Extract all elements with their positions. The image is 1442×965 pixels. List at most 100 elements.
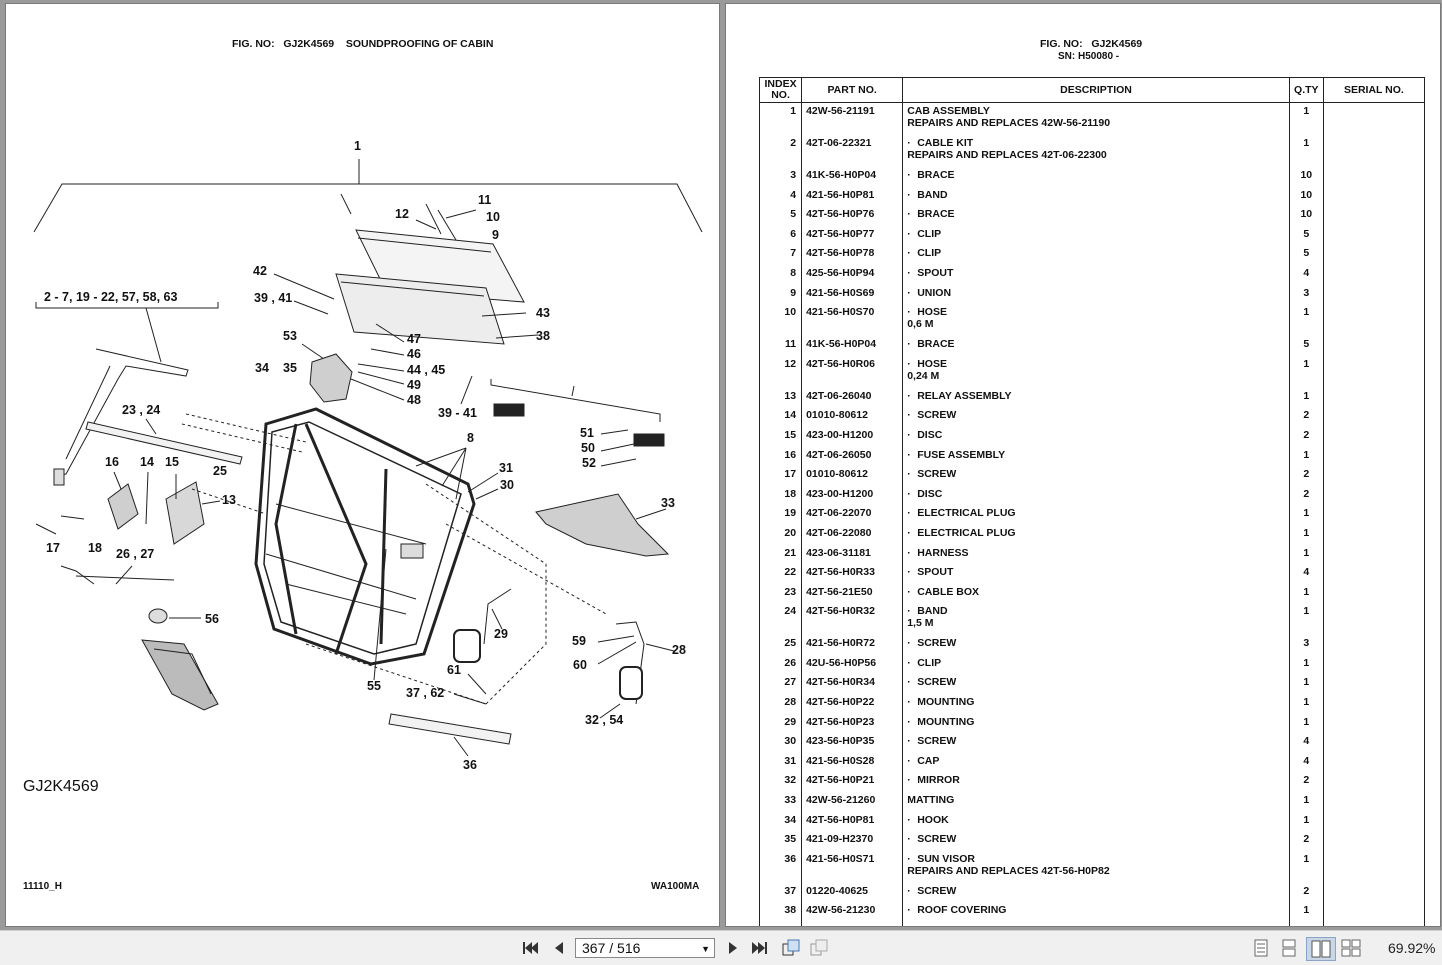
cell-index: 10 — [758, 304, 803, 337]
description-text: DISC — [917, 428, 943, 441]
cell-part-no: 42T-06-26040 — [801, 387, 904, 408]
callout-42: 42 — [253, 264, 267, 278]
callout-17: 17 — [46, 541, 60, 555]
callout-34: 34 — [255, 361, 269, 375]
callout-51: 51 — [580, 426, 594, 440]
cell-serial-no — [1322, 167, 1426, 187]
description-note: 0,24 M — [907, 369, 940, 382]
callout-60: 60 — [573, 658, 587, 672]
callout-31: 31 — [499, 461, 513, 475]
callout-39-41b: 39 - 41 — [438, 406, 477, 420]
cell-qty: 2 — [1288, 466, 1324, 486]
callout-15: 15 — [165, 455, 179, 469]
two-page-icon[interactable] — [1306, 937, 1336, 961]
prev-page-icon[interactable] — [547, 937, 569, 959]
figure-header: FIG. NO: GJ2K4569 SOUNDPROOFING OF CABIN — [232, 38, 493, 50]
cell-serial-no — [1322, 792, 1426, 812]
cell-qty: 4 — [1288, 564, 1324, 584]
callout-43: 43 — [536, 306, 550, 320]
cell-part-no: 42T-56-21E50 — [801, 583, 904, 604]
callout-36: 36 — [463, 758, 477, 772]
cell-part-no: 423-56-H0P35 — [801, 733, 904, 753]
description-text: HARNESS — [917, 546, 969, 559]
zoom-level[interactable]: 69.92% — [1388, 940, 1436, 956]
description-text: HOOK — [917, 813, 949, 826]
cell-serial-no — [1322, 674, 1426, 695]
cell-index: 23 — [758, 583, 803, 604]
indent-dot: · — [907, 306, 911, 319]
indent-dot: · — [907, 715, 911, 728]
indent-dot: · — [907, 428, 911, 441]
exploded-parts-diagram — [33, 159, 703, 757]
cell-qty: 1 — [1288, 355, 1324, 388]
cell-part-no: 41K-56-H0P04 — [801, 167, 904, 187]
indent-dot: · — [907, 754, 911, 767]
next-page-icon[interactable] — [722, 937, 744, 959]
cell-index: 7 — [758, 245, 803, 265]
fig-label: FIG. NO: — [232, 38, 275, 50]
description-text: SCREW — [917, 409, 957, 422]
description-note: 1,5 M — [907, 617, 934, 630]
page-indicator: 367 / 516 — [582, 940, 641, 956]
cell-index: 4 — [758, 186, 803, 207]
indent-dot: · — [907, 487, 911, 500]
fit-page-icon[interactable] — [780, 937, 802, 959]
col-description: DESCRIPTION — [902, 77, 1290, 103]
description-text: DISC — [917, 487, 943, 500]
description-text: CLIP — [917, 227, 942, 240]
description-text: SUN VISOR — [917, 852, 975, 865]
cell-serial-no — [1322, 387, 1426, 408]
cell-index: 22 — [758, 564, 803, 584]
callout-46: 46 — [407, 347, 421, 361]
two-page-continuous-icon[interactable] — [1340, 937, 1362, 959]
cell-part-no: 42T-06-26050 — [801, 446, 904, 467]
cell-index: 18 — [758, 485, 803, 506]
cell-description: ·SCREW — [902, 466, 1290, 486]
cell-part-no: 42T-56-H0R34 — [801, 674, 904, 695]
cell-description: ·ELECTRICAL PLUG — [902, 505, 1290, 525]
indent-dot: · — [907, 884, 911, 897]
indent-dot: · — [907, 585, 911, 598]
cell-index: 19 — [758, 505, 803, 525]
page-number-field[interactable]: 367 / 516 ▼ — [575, 938, 715, 958]
cell-part-no: 42W-56-21260 — [801, 792, 904, 812]
continuous-icon[interactable] — [1278, 937, 1300, 959]
callout-16: 16 — [105, 455, 119, 469]
cell-qty: 1 — [1288, 674, 1324, 695]
col-qty: Q.TY — [1288, 77, 1324, 103]
description-text: MOUNTING — [917, 715, 975, 728]
chevron-down-icon[interactable]: ▼ — [701, 944, 710, 954]
fit-width-icon[interactable] — [808, 937, 830, 959]
single-page-icon[interactable] — [1250, 937, 1272, 959]
cell-index: 8 — [758, 264, 803, 285]
cell-qty: 3 — [1288, 284, 1324, 305]
description-text: BRACE — [917, 208, 955, 221]
cell-description: ·BAND — [902, 186, 1290, 207]
cell-qty: 1 — [1288, 505, 1324, 525]
cell-part-no: 421-56-H0S70 — [801, 304, 904, 337]
cell-index: 6 — [758, 225, 803, 246]
description-text: SCREW — [917, 468, 957, 481]
cell-serial-no — [1322, 831, 1426, 851]
last-page-icon[interactable] — [749, 937, 771, 959]
cell-description: ·SCREW — [902, 407, 1290, 427]
cell-serial-no — [1322, 466, 1426, 486]
cell-serial-no — [1322, 284, 1426, 305]
description-text: FUSE ASSEMBLY — [917, 448, 1006, 461]
first-page-icon[interactable] — [519, 937, 541, 959]
